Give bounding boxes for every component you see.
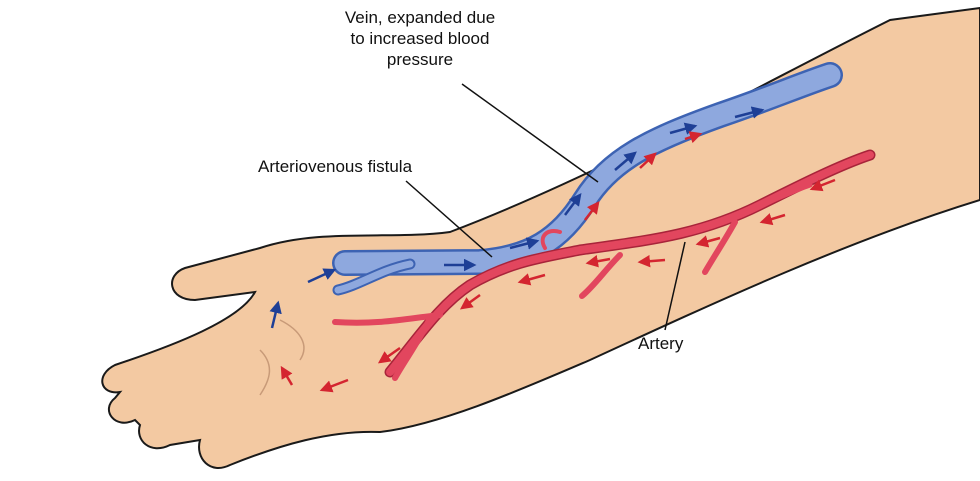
arrow-icon xyxy=(669,122,698,135)
artery-label: Artery xyxy=(638,334,684,353)
arrow-icon xyxy=(509,237,540,250)
arrow-icon xyxy=(684,131,703,144)
arrow-icon xyxy=(759,213,786,226)
palm-crease xyxy=(259,349,271,396)
arrow-icon xyxy=(307,268,337,284)
arrow-icon xyxy=(734,106,765,119)
arrow-icon xyxy=(319,378,349,393)
arrow-icon xyxy=(280,365,294,386)
arrow-icon xyxy=(269,300,282,329)
fistula-leader-line xyxy=(405,180,493,258)
vein-label: Vein, expanded due to increased blood pr… xyxy=(300,7,540,70)
arrow-icon xyxy=(614,151,637,171)
vein-label-line: to increased blood xyxy=(350,29,490,48)
arrow-icon xyxy=(695,235,721,248)
arrow-icon xyxy=(517,273,546,286)
artery xyxy=(332,149,876,381)
arrow-icon xyxy=(585,255,611,268)
arrow-icon xyxy=(584,201,600,221)
palm-crease xyxy=(279,319,305,361)
fistula-label: Arteriovenous fistula xyxy=(258,157,413,176)
artery-flow-arrows xyxy=(280,131,836,393)
vein-flow-arrows xyxy=(269,106,765,329)
arrow-icon xyxy=(637,254,666,268)
artery-leader-line xyxy=(664,241,686,331)
arrow-icon xyxy=(459,293,481,310)
arrow-icon xyxy=(809,178,836,192)
vein-leader-line xyxy=(461,83,599,183)
vein-label-line: pressure xyxy=(386,50,454,69)
arrow-icon xyxy=(377,346,401,364)
vein-label-line: Vein, expanded due xyxy=(344,8,496,27)
arrow-icon xyxy=(639,152,657,169)
arrow-icon xyxy=(564,193,582,216)
